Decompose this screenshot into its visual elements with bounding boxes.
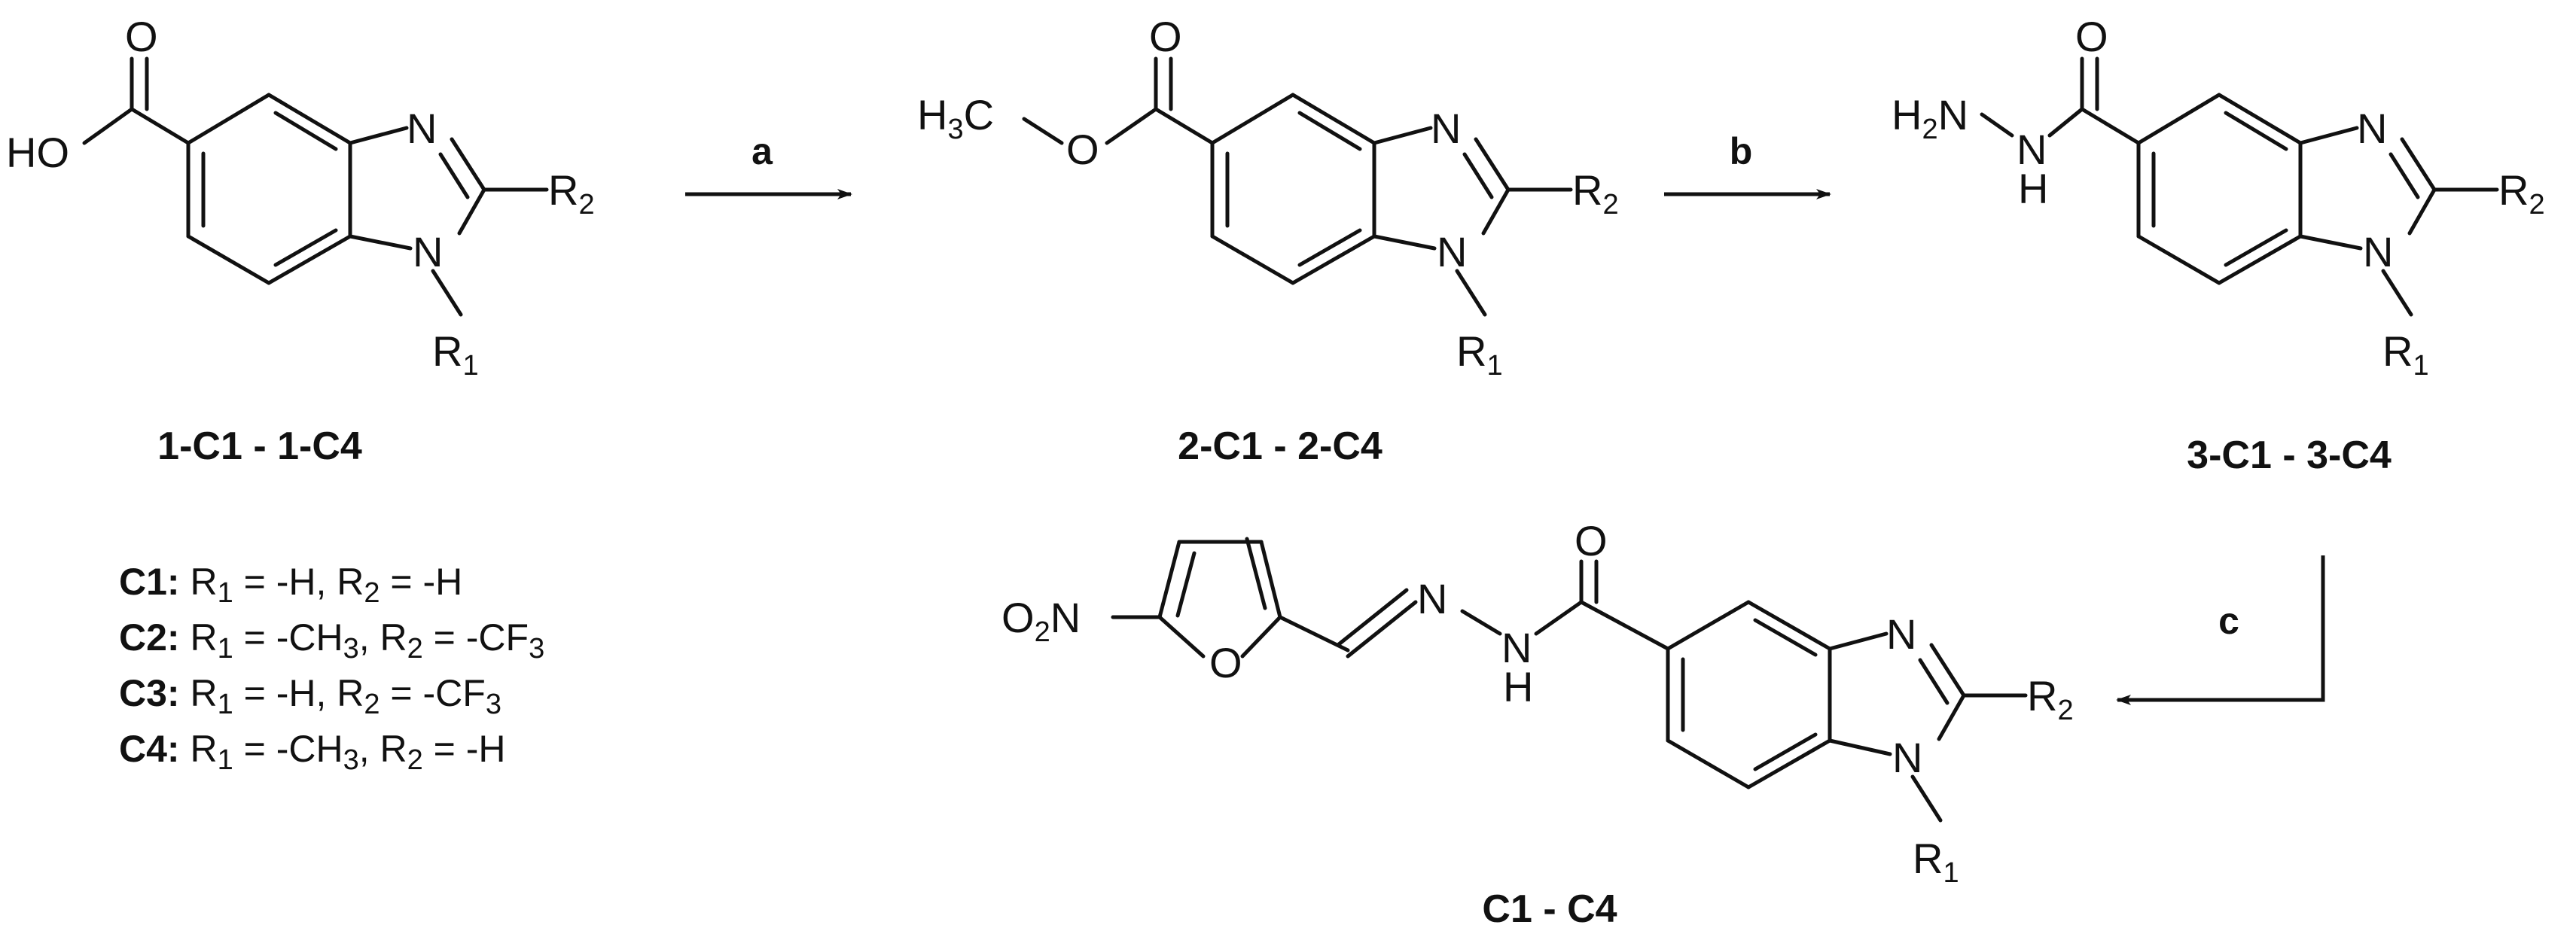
step-c-label: c xyxy=(2218,600,2239,642)
imidazole-ring-1 xyxy=(348,126,549,317)
imine-nitrogen-label-2: N xyxy=(1431,105,1461,152)
amide-hydrogen-label: H xyxy=(2018,165,2048,212)
final-carbonyl-oxygen-label: O xyxy=(1575,517,1608,564)
step-a-label: a xyxy=(751,130,773,172)
benzene-ring-3 xyxy=(2136,93,2303,285)
imidazole-ring-final xyxy=(1828,631,2028,823)
imine-nitrogen-label-final: N xyxy=(1886,610,1916,658)
ester-carbonyl-oxygen-label: O xyxy=(1149,13,1182,60)
r1-label-2: R1 xyxy=(1456,327,1503,382)
benzene-ring-final xyxy=(1666,600,1832,789)
imine-nitrogen-label-3: N xyxy=(2357,105,2387,152)
hydroxyl-label: HO xyxy=(6,129,69,176)
amine-nitrogen-label-3: N xyxy=(2363,228,2393,275)
structure-final-product: O N H N O O2N N N R2 R1 xyxy=(1001,517,2074,889)
final-amide-nitrogen-label: N xyxy=(1501,624,1532,671)
furan-ring xyxy=(1157,537,1350,659)
imine-nitrogen-label: N xyxy=(407,105,437,152)
amine-nitrogen-label: N xyxy=(413,228,443,275)
r1-label: R1 xyxy=(432,327,479,382)
r1-label-3: R1 xyxy=(2382,327,2429,382)
compound-label-2: 2-C1 - 2-C4 xyxy=(1178,424,1383,468)
carbonyl-oxygen-label: O xyxy=(125,13,158,60)
benzene-ring-1 xyxy=(186,93,352,285)
r2-label-2: R2 xyxy=(1572,166,1619,221)
amine-nitrogen-label-2: N xyxy=(1437,228,1467,275)
r1-label-final: R1 xyxy=(1913,835,1959,889)
definition-line-c4: C4: R1 = -CH3, R2 = -H xyxy=(119,728,506,776)
hydrazide-carbonyl-oxygen-label: O xyxy=(2075,13,2108,60)
compound-label-3: 3-C1 - 3-C4 xyxy=(2187,434,2392,477)
r2-label: R2 xyxy=(548,166,595,221)
arrow-c xyxy=(2116,555,2325,705)
ester-oxygen-label: O xyxy=(1066,126,1099,173)
hydrazone-linker xyxy=(1337,559,1670,659)
definition-line-c2: C2: R1 = -CH3, R2 = -CF3 xyxy=(119,616,544,665)
step-b-label: b xyxy=(1730,130,1753,172)
ester-group xyxy=(1022,56,1215,145)
imidazole-ring-2 xyxy=(1372,126,1573,317)
nitro-group-label: O2N xyxy=(1001,594,1081,648)
substituent-definitions: C1: R1 = -H, R2 = -H C2: R1 = -CH3, R2 =… xyxy=(119,561,544,776)
structure-1-acid: O HO N N R2 R1 xyxy=(6,13,595,382)
methyl-label: H3C xyxy=(917,91,994,145)
carboxyl-group xyxy=(82,56,191,145)
r2-label-final: R2 xyxy=(2027,672,2074,726)
amide-nitrogen-label: N xyxy=(2017,126,2047,173)
compound-label-1: 1-C1 - 1-C4 xyxy=(157,424,362,468)
structure-2-ester: O O H3C N N R2 R1 xyxy=(917,13,1619,382)
r2-label-3: R2 xyxy=(2498,166,2545,221)
hydrazide-group xyxy=(1980,56,2141,145)
amine-nitrogen-label-final: N xyxy=(1892,734,1922,781)
amino-nh2-label: H2N xyxy=(1892,91,1968,145)
benzene-ring-2 xyxy=(1210,93,1376,285)
definition-line-c3: C3: R1 = -H, R2 = -CF3 xyxy=(119,672,501,720)
structure-3-hydrazide: O H2N N H N N R2 R1 xyxy=(1892,13,2545,382)
compound-label-final: C1 - C4 xyxy=(1482,887,1617,931)
imine-nitrogen-n-label: N xyxy=(1417,575,1447,622)
definition-line-c1: C1: R1 = -H, R2 = -H xyxy=(119,561,462,609)
final-amide-hydrogen-label: H xyxy=(1503,663,1533,710)
imidazole-ring-3 xyxy=(2298,126,2499,317)
furan-oxygen-label: O xyxy=(1209,639,1242,686)
